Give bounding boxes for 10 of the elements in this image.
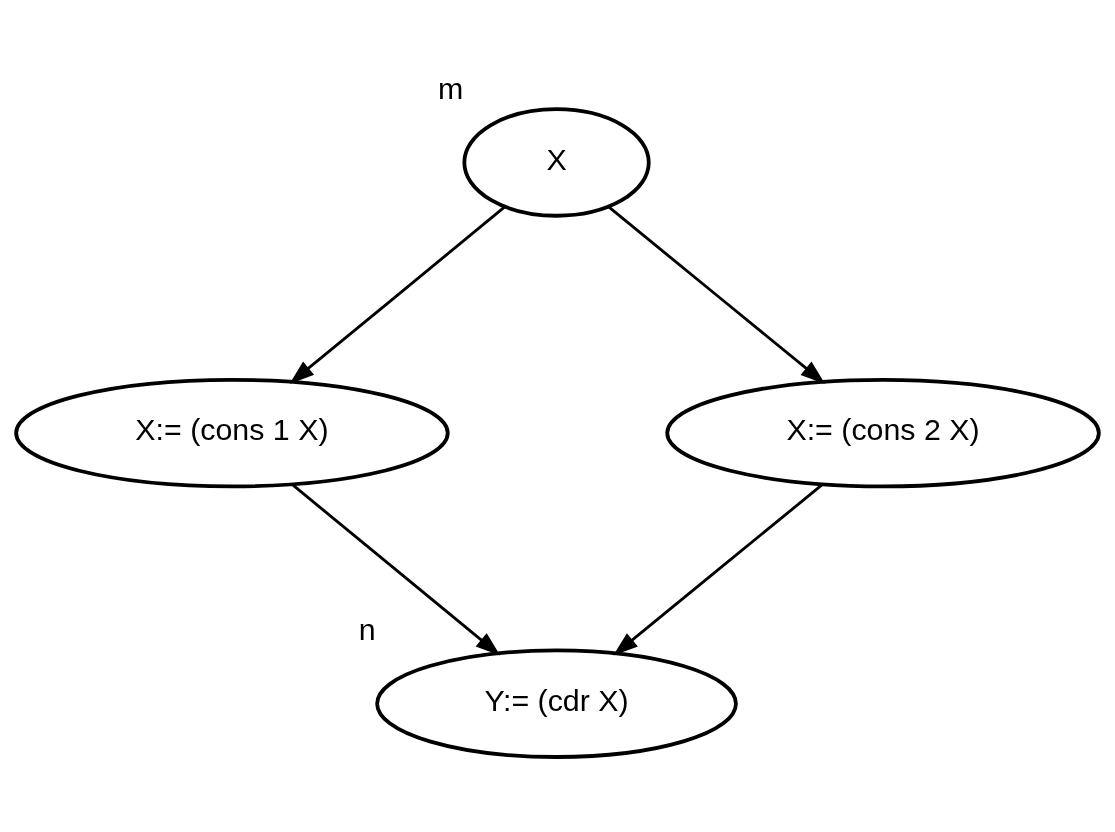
node-ellipse: Y:= (cdr X) [375, 648, 738, 759]
arrow [613, 484, 823, 656]
arrow [289, 206, 506, 384]
arrow [292, 484, 501, 656]
node-ellipse: X:= (cons 2 X) [665, 377, 1101, 489]
node-label: m [437, 71, 464, 105]
node-ellipse: X [462, 107, 651, 218]
arrow [608, 206, 826, 384]
node-label: n [358, 613, 376, 647]
node-ellipse: X:= (cons 1 X) [14, 377, 450, 489]
